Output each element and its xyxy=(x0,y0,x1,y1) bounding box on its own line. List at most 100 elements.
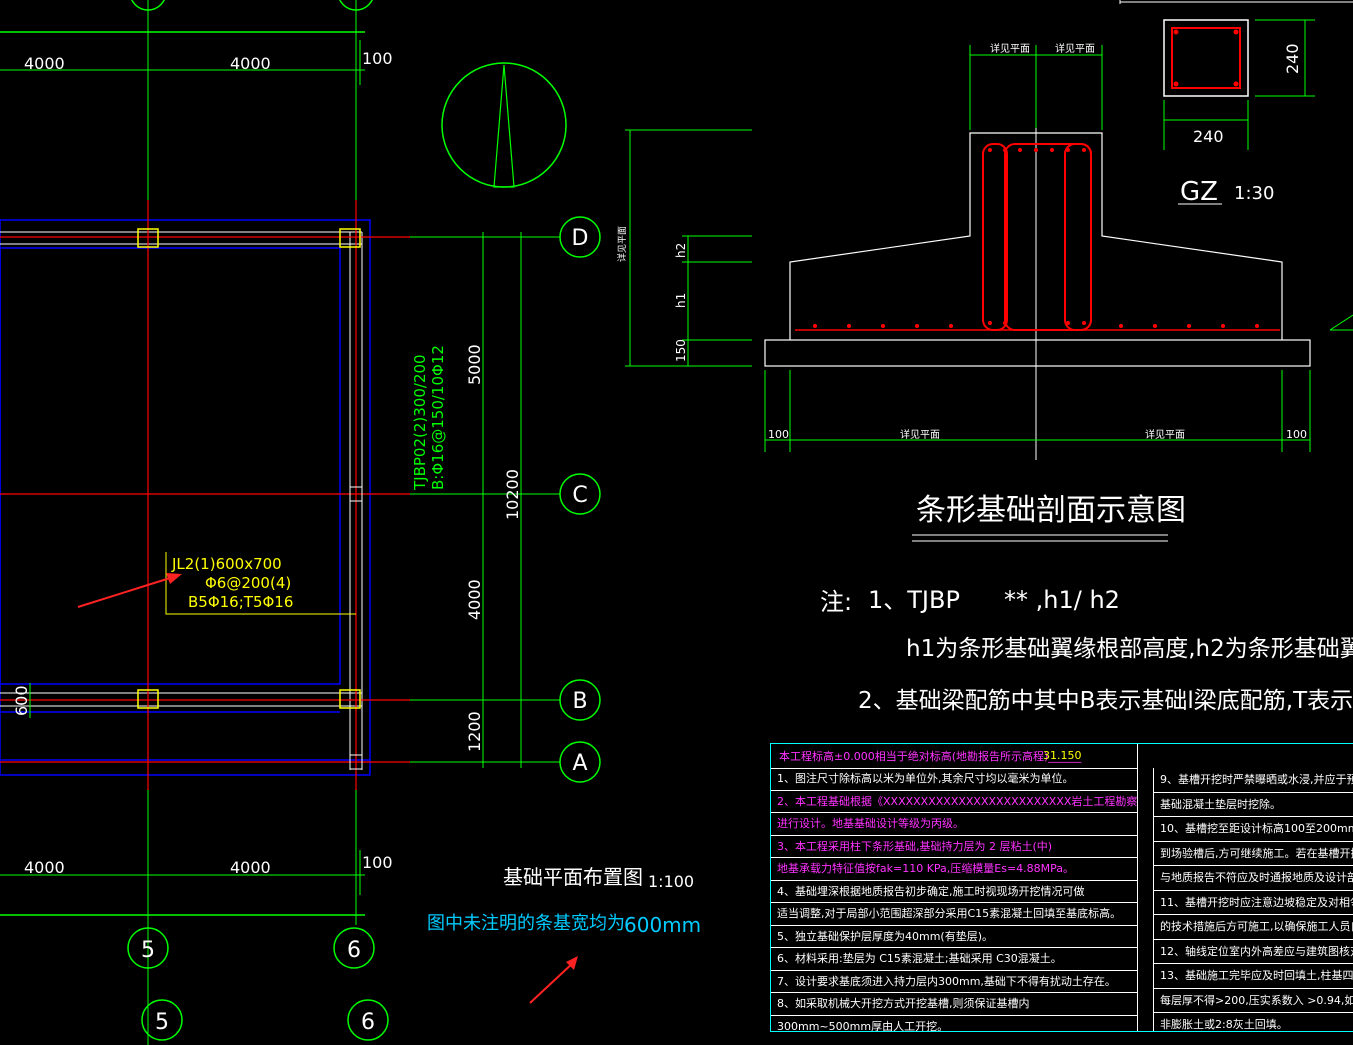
section-bottom-2: 详见平面 xyxy=(900,428,940,441)
plan-scale: 1:100 xyxy=(648,872,694,891)
axis-bubble-top-6 xyxy=(339,0,373,11)
table-header-value: 31.150 xyxy=(1043,749,1082,762)
plan-title: 基础平面布置图 xyxy=(503,865,643,889)
table-right-row: 9、基槽开挖时严禁曝晒或水浸,并应于预留100至20 xyxy=(1154,768,1353,793)
notes-line3: 2、基础梁配筋中其中B表示基础l梁底配筋,T表示基础梁顶配筋 xyxy=(858,688,1353,714)
table-left-row: 1、图注尺寸除标高以米为单位外,其余尺寸均以毫米为单位。 xyxy=(771,768,1137,791)
section-bottom-4: 100 xyxy=(1286,428,1307,441)
gz-height: 240 xyxy=(1283,43,1302,74)
annotation-arrow xyxy=(77,577,171,608)
section-top-label-1: 详见平面 xyxy=(990,42,1030,55)
design-notes-table: 本工程标高±0.000相当于绝对标高(地勘报告所示高程)______ 31.15… xyxy=(770,743,1353,1032)
table-left-row: 4、基础埋深根据地质报告初步确定,施工时视现场开挖情况可做 xyxy=(771,881,1137,903)
table-right-row: 的技术措施后方可施工,以确保施工人员自身及相 xyxy=(1154,915,1353,940)
table-left-row: 6、材料采用:垫层为 C15素混凝土;基础采用 C30混凝土。 xyxy=(771,948,1137,971)
notes-prefix: 注: xyxy=(820,588,852,616)
axis-bubble-5b: 5 xyxy=(141,999,183,1041)
dim-bottom-1: 4000 xyxy=(24,858,65,877)
axis-bubble-A: A xyxy=(559,741,601,783)
plan-note-value: 600mm xyxy=(624,913,701,937)
table-right-row: 与地质报告不符应及时通报地质及设计部门作相应 xyxy=(1154,866,1353,891)
gz-scale: 1:30 xyxy=(1234,183,1274,204)
notes-line2: h1为条形基础翼缘根部高度,h2为条形基础翼缘堆坡高度,如 xyxy=(906,636,1353,662)
tjbp-label-1: TJBP02(2)300/200 xyxy=(411,354,429,491)
table-left-row: 进行设计。地基基础设计等级为丙级。 xyxy=(771,813,1137,836)
foundation-outline xyxy=(0,219,371,776)
dim-overall: 10200 xyxy=(503,469,522,520)
dim-top-1: 4000 xyxy=(24,54,65,73)
svg-text:6: 6 xyxy=(347,938,361,963)
table-right-row: 13、基础施工完毕应及时回填土,柱基四周应同时回填并 xyxy=(1154,964,1353,989)
svg-text:C: C xyxy=(572,483,587,508)
svg-text:D: D xyxy=(572,226,589,251)
cushion-layer xyxy=(764,339,1311,367)
table-header: 本工程标高±0.000相当于绝对标高(地勘报告所示高程)______ xyxy=(779,750,1082,763)
table-left-col: 1、图注尺寸除标高以米为单位外,其余尺寸均以毫米为单位。2、本工程基础根据《XX… xyxy=(771,768,1138,1032)
notes-line1-a: 1、TJBP xyxy=(868,586,960,614)
dim-bottom-3: 100 xyxy=(362,853,393,872)
svg-text:5: 5 xyxy=(155,1010,169,1035)
table-left-row: 2、本工程基础根据《XXXXXXXXXXXXXXXXXXXXXXXXX岩土工程勘… xyxy=(771,791,1137,813)
table-right-row: 10、基槽挖至距设计标高100至200mm时应通知校 xyxy=(1154,817,1353,842)
gz-column-detail: 240 240 GZ 1:30 xyxy=(1119,0,1353,207)
table-right-row: 12、轴线定位室内外高差应与建筑图核对后方可进行施 xyxy=(1154,940,1353,964)
notes-line1-b: ** ,h1/ h2 xyxy=(1004,586,1120,614)
dim-side-1: 5000 xyxy=(465,344,484,385)
plan-note: 图中未注明的条基宽均为 xyxy=(427,913,625,934)
dim-side-2: 4000 xyxy=(465,579,484,620)
column xyxy=(137,689,159,709)
dim-left: 600 xyxy=(12,685,31,716)
table-right-row: 11、基槽开挖时应注意边坡稳定及对相邻建筑的影响,应 xyxy=(1154,891,1353,915)
dim-bottom-2: 4000 xyxy=(230,858,271,877)
dim-side-3: 1200 xyxy=(465,711,484,752)
section-bottom-3: 详见平面 xyxy=(1145,428,1185,441)
section-bottom-1: 100 xyxy=(768,428,789,441)
svg-text:B: B xyxy=(572,689,587,714)
tjbp-label-2: B:Φ16@150/10Φ12 xyxy=(429,345,447,490)
table-right-col: 9、基槽开挖时严禁曝晒或水浸,并应于预留100至20 基础混凝土垫层时挖除。10… xyxy=(1153,768,1353,1031)
dim-h2: h2 xyxy=(674,243,688,258)
axis-bubble-6: 6 xyxy=(333,927,375,969)
table-right-row: 基础混凝土垫层时挖除。 xyxy=(1154,793,1353,817)
strip-foundation-section: 详见平面 h2 h1 150 详见平面 详见平面 xyxy=(616,42,1353,542)
svg-text:5: 5 xyxy=(141,938,155,963)
dim-top-3: 100 xyxy=(362,49,393,68)
notes-block: 注: 1、TJBP ** ,h1/ h2 h1为条形基础翼缘根部高度,h2为条形… xyxy=(820,586,1353,714)
gz-label: GZ xyxy=(1180,177,1218,207)
section-top-label-2: 详见平面 xyxy=(1055,42,1095,55)
table-right-row: 到场验槽后,方可继续施工。若在基槽开挖过程中 xyxy=(1154,842,1353,866)
axis-bubble-top-5 xyxy=(131,0,165,11)
dim-150: 150 xyxy=(674,339,688,362)
axis-bubble-5: 5 xyxy=(127,927,169,969)
column xyxy=(137,228,159,248)
gz-width: 240 xyxy=(1193,127,1224,146)
table-left-row: 3、本工程采用柱下条形基础,基础持力层为 2 层粘土(中) xyxy=(771,836,1137,858)
svg-text:6: 6 xyxy=(361,1010,375,1035)
dim-top-2: 4000 xyxy=(230,54,271,73)
table-left-row: 300mm~500mm厚由人工开挖。 xyxy=(771,1016,1137,1032)
section-title: 条形基础剖面示意图 xyxy=(916,493,1186,528)
beam-label-3: B5Φ16;T5Φ16 xyxy=(188,593,293,611)
table-left-row: 7、设计要求基底须进入持力层内300mm,基础下不得有扰动土存在。 xyxy=(771,971,1137,993)
axis-bubble-D: D xyxy=(559,216,601,258)
table-left-row: 适当调整,对于局部小范围超深部分采用C15素混凝土回填至基底标高。 xyxy=(771,903,1137,926)
dim-h1: h1 xyxy=(674,293,688,308)
table-right-row: 每层厚不得>200,压实系数入 >0.94,如遇 xyxy=(1154,989,1353,1013)
table-left-row: 地基承载力特征值按fak=110 KPa,压缩模量Es=4.88MPa。 xyxy=(771,858,1137,881)
annotation-arrow-2 xyxy=(529,961,575,1004)
axis-bubble-C: C xyxy=(559,473,601,515)
north-arrow-icon xyxy=(441,62,567,188)
section-side-small: 详见平面 xyxy=(616,226,628,262)
axis-bubble-6b: 6 xyxy=(347,999,389,1041)
table-left-row: 8、如采取机械大开挖方式开挖基槽,则须保证基槽内 xyxy=(771,993,1137,1016)
table-left-row: 5、独立基础保护层厚度为40mm(有垫层)。 xyxy=(771,926,1137,948)
axis-bubble-B: B xyxy=(559,679,601,721)
column xyxy=(339,689,361,709)
beam-label-1: JL2(1)600x700 xyxy=(171,555,282,573)
beam-label-2: Φ6@200(4) xyxy=(205,574,291,592)
table-right-row: 非膨胀土或2:8灰土回填。 xyxy=(1154,1013,1353,1031)
svg-text:A: A xyxy=(572,751,587,776)
foundation-plan: 4000 4000 100 xyxy=(0,0,701,1045)
